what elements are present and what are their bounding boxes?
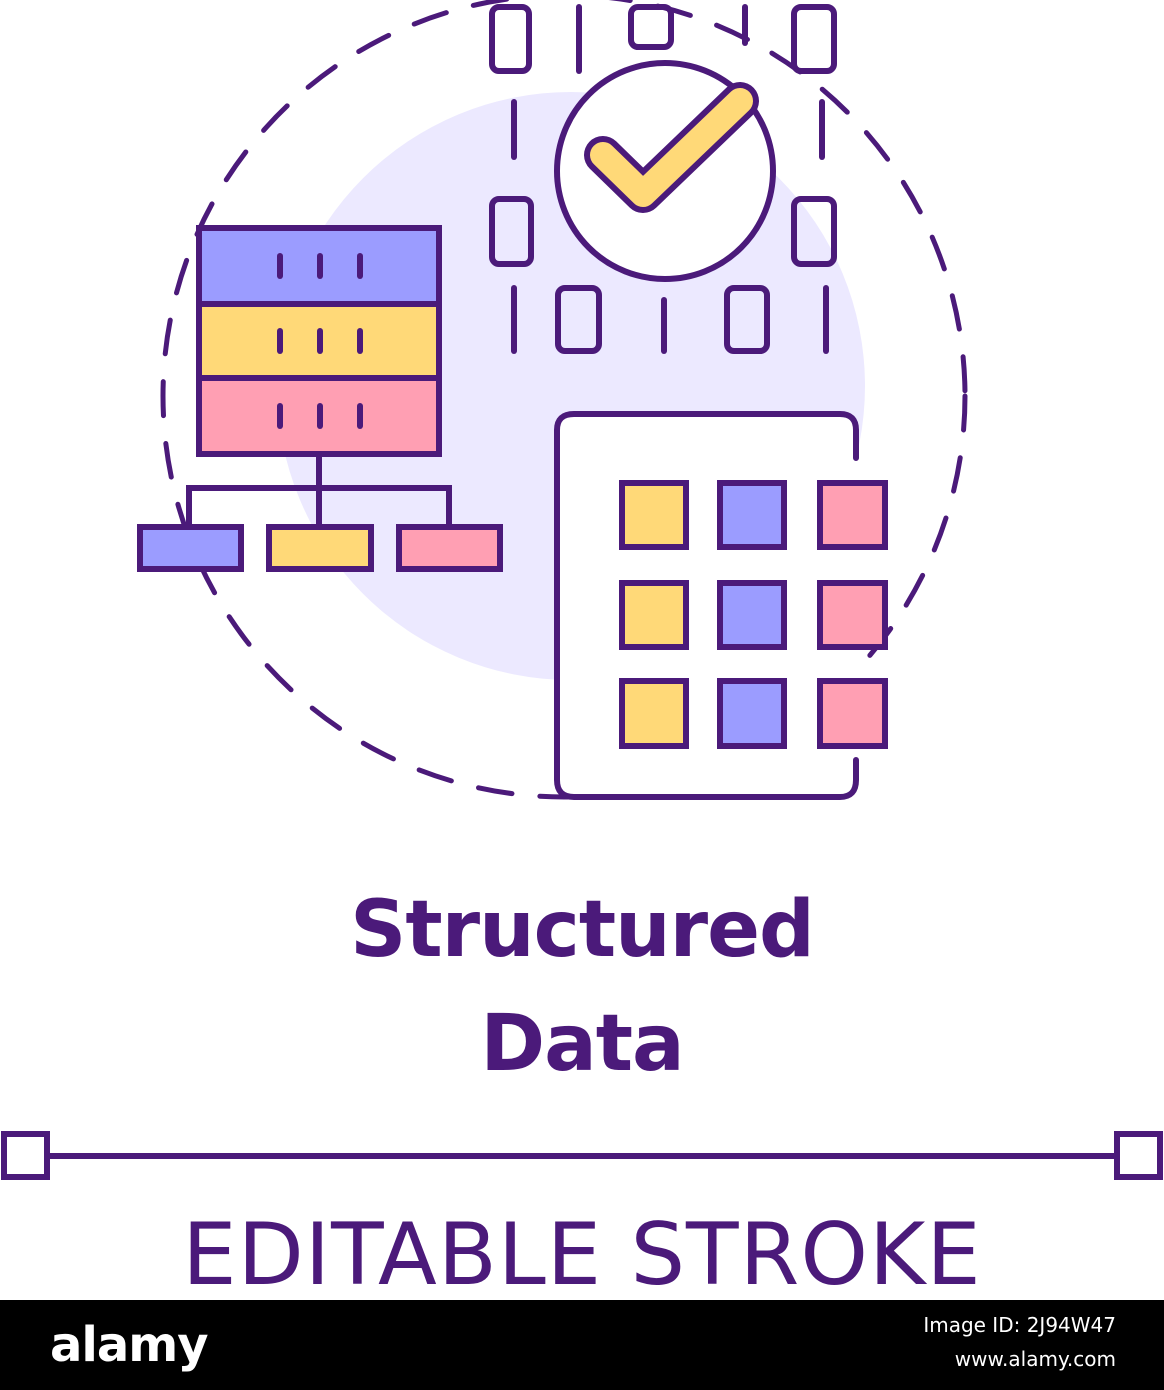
illustration-canvas: Structured Data EDITABLE STROKE xyxy=(0,0,1164,1300)
line-handle-icon xyxy=(1,1131,1163,1180)
title-line-2: Data xyxy=(480,999,684,1089)
site-url-text: www.alamy.com xyxy=(954,1347,1116,1371)
title-line-1: Structured xyxy=(350,885,815,975)
data-grid-icon xyxy=(554,411,888,800)
footer-bar: alamy Image ID: 2J94W47 www.alamy.com xyxy=(0,1300,1164,1390)
brand-logo-text: alamy xyxy=(50,1317,209,1373)
image-id-text: Image ID: 2J94W47 xyxy=(923,1313,1116,1337)
hierarchy-icon xyxy=(137,454,503,572)
structured-data-illustration xyxy=(1,0,1163,1180)
database-server-icon xyxy=(196,225,442,457)
editable-stroke-label: EDITABLE STROKE xyxy=(182,1205,982,1300)
binary-code-icon xyxy=(489,4,837,354)
check-circle-icon xyxy=(554,60,776,282)
